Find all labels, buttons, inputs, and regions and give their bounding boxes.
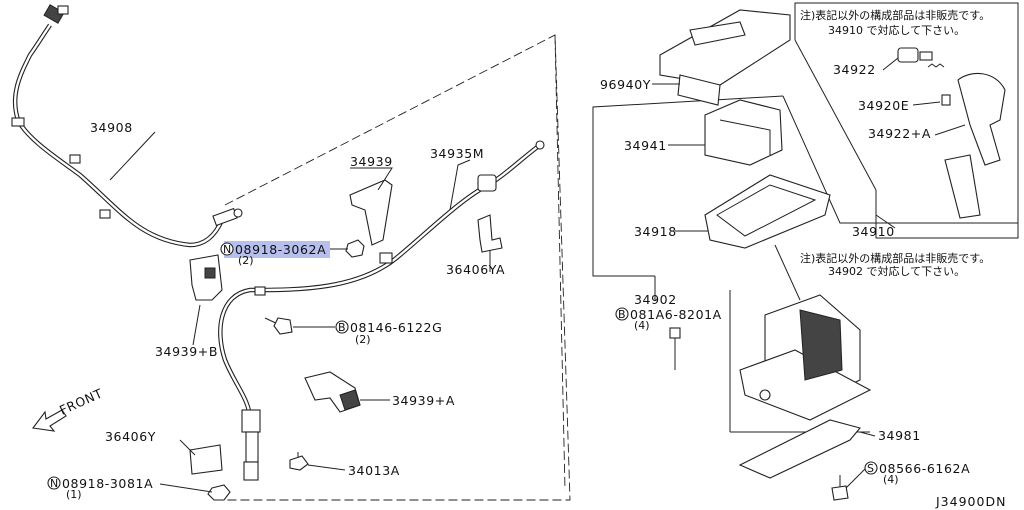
bolt-34013A (289, 452, 309, 471)
qty-08566-6162A: (4) (883, 473, 899, 486)
qty-08918-3062A: (2) (238, 254, 254, 267)
prefix-08918-3062A: N (223, 243, 231, 256)
note-lower-line1: 注)表記以外の構成部品は非販売です。 (800, 251, 990, 265)
front-label: FRONT (57, 385, 105, 417)
prefix-08566-6162A: S (867, 462, 874, 475)
label-34939B[interactable]: 34939+B (155, 344, 218, 359)
bolt-081A6-8201A (669, 327, 681, 370)
label-08918-3081A[interactable]: 08918-3081A (62, 476, 153, 491)
label-34920E[interactable]: 34920E (858, 98, 909, 113)
bracket-34939A (304, 371, 361, 413)
indicator-cover-96940Y (659, 9, 791, 106)
nut-08918-3081A (207, 484, 231, 501)
housing-34941 (704, 99, 783, 166)
prefix-circle-08566-6162A (864, 461, 878, 475)
label-34935M[interactable]: 34935M (430, 146, 484, 161)
diagram-code: J34900DN (935, 494, 1006, 509)
label-34918[interactable]: 34918 (634, 224, 677, 239)
qty-08918-3081A: (1) (66, 488, 82, 501)
label-34939[interactable]: 34939 (350, 154, 393, 169)
prefix-circle-08146-6122G (335, 320, 349, 334)
label-34910[interactable]: 34910 (852, 224, 895, 239)
prefix-081A6-8201A: B (618, 308, 626, 321)
cable-34935M (218, 140, 545, 481)
label-081A6-8201A[interactable]: 081A6-8201A (630, 307, 722, 322)
shifter-frame (592, 95, 1018, 433)
label-34922[interactable]: 34922 (833, 62, 876, 77)
shifter-device-34902 (739, 244, 872, 421)
label-34939A[interactable]: 34939+A (392, 393, 455, 408)
label-08146-6122G[interactable]: 08146-6122G (350, 320, 442, 335)
prefix-circle-081A6-8201A (615, 307, 629, 321)
note-upper-line2: 34910 で対応して下さい。 (828, 23, 965, 37)
assembly-dashed-box (224, 34, 571, 501)
bracket-34939B (189, 254, 223, 301)
screw-08566-6162A (831, 475, 849, 501)
spring-34920E (927, 63, 951, 106)
label-34981[interactable]: 34981 (878, 428, 921, 443)
label-34013A[interactable]: 34013A (348, 463, 400, 478)
label-34922A[interactable]: 34922+A (868, 126, 931, 141)
label-36406Y[interactable]: 36406Y (105, 429, 156, 444)
selected-part-highlight (224, 241, 330, 258)
button-34922 (897, 47, 933, 63)
bracket-36406Y (189, 444, 223, 475)
note-lower-line2: 34902 で対応して下さい。 (828, 264, 965, 278)
note-upper-line1: 注)表記以外の構成部品は非販売です。 (800, 8, 990, 22)
label-08918-3062A[interactable]: 08918-3062A (235, 242, 326, 257)
bolt-08146-6122G (264, 317, 293, 335)
label-34908[interactable]: 34908 (90, 120, 133, 135)
nut-08918-3062A (345, 239, 365, 258)
leader-lines (109, 57, 966, 493)
plate-34981 (738, 419, 861, 479)
label-96940Y[interactable]: 96940Y (600, 77, 651, 92)
label-34902[interactable]: 34902 (634, 292, 677, 307)
knob-34922A (944, 72, 1006, 219)
label-36406YA[interactable]: 36406YA (446, 262, 505, 277)
bracket-34939 (349, 179, 393, 246)
prefix-circle-08918-3062A (220, 242, 234, 256)
cable-34908 (11, 4, 243, 248)
label-34941[interactable]: 34941 (624, 138, 667, 153)
qty-08146-6122G: (2) (355, 333, 371, 346)
prefix-circle-08918-3081A (47, 476, 61, 490)
qty-081A6-8201A: (4) (634, 319, 650, 332)
plate-34918 (704, 174, 831, 249)
label-08566-6162A[interactable]: 08566-6162A (879, 461, 970, 476)
prefix-08918-3081A: N (50, 477, 58, 490)
prefix-08146-6122G: B (338, 321, 346, 334)
bracket-36406YA (477, 214, 503, 253)
knob-frame (794, 2, 1019, 239)
front-arrow-icon (32, 409, 67, 432)
